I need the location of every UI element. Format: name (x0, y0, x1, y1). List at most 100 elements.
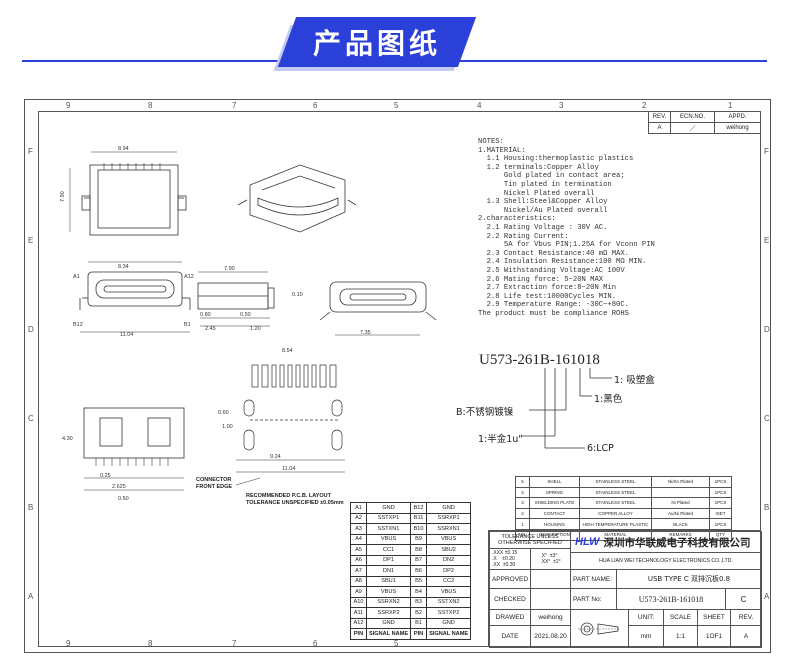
pin-cell: A11 (350, 607, 367, 619)
grid-row-d: D (28, 325, 34, 334)
materials-cell: 1PCS (709, 518, 732, 530)
materials-cell: 1 (515, 518, 530, 530)
pin-cell: SSTXN2 (426, 596, 472, 608)
dim-0-80: 0.80 (200, 312, 211, 318)
date-label: DATE (489, 625, 531, 648)
rev-label: REV. (730, 609, 762, 626)
dim-9-24: 9.24 (270, 454, 281, 460)
pin-cell: A6 (350, 554, 367, 566)
grid-col-3: 3 (559, 101, 564, 110)
pin-cell: A3 (350, 523, 367, 535)
connector-edge-line1: CONNECTOR (196, 477, 231, 483)
materials-cell: ISET (709, 507, 732, 520)
pin-cell: A2 (350, 512, 367, 524)
header-banner: 产品图纸 (0, 0, 790, 78)
unit-value: mm (628, 625, 664, 648)
grid-col-2: 2 (642, 101, 647, 110)
connector-edge-line2: FRONT EDGE (196, 484, 232, 490)
materials-cell: 5 (515, 476, 530, 488)
grid-col-6: 6 (313, 101, 318, 110)
angle-tolerance-values: .X° ±3° .XX° ±2° (530, 548, 571, 570)
pin-cell: A7 (350, 565, 367, 577)
dim-2-45: 2.45 (205, 326, 216, 332)
dim-0-50: 0.50 (240, 312, 251, 318)
drawing-size-value: C (725, 588, 762, 610)
pin-cell: B4 (410, 586, 428, 598)
dim-11-04-pcb: 11.04 (282, 466, 295, 472)
projection-symbol (570, 609, 629, 648)
pin-cell: SSRXP2 (365, 607, 412, 619)
pin-cell: SBU2 (426, 544, 472, 556)
part-no-value: U573-261B-161018 (616, 588, 726, 610)
grid-col-1: 1 (728, 101, 733, 110)
unit-label: UNIT: (628, 609, 664, 626)
drawing-notes: NOTES: 1.MATERIAL: 1.1 Housing:thermopla… (478, 138, 655, 318)
third-angle-projection-icon (577, 622, 620, 635)
revision-table: REV. ECN.NO. APPD. A ／ weihong (648, 111, 761, 134)
materials-cell: 1PCS (709, 486, 732, 499)
pin-cell: A5 (350, 544, 367, 556)
materials-cell: SPRING (529, 486, 580, 499)
grid-col-8: 8 (148, 101, 153, 110)
pin-cell: VBUS (365, 533, 412, 545)
drawed-value: weihong (530, 609, 571, 626)
dim-0-60: 0.60 (218, 410, 229, 416)
grid-col-4: 4 (477, 101, 482, 110)
tolerance-label: TOLERANCE UNLESS OTHERWISE SPECIFIED (489, 531, 571, 549)
pcb-note-line2: TOLERANCE UNSPECIFIED ±0.05mm (246, 500, 344, 506)
pin-cell: B1 (410, 617, 428, 629)
pin-cell: CC1 (365, 544, 412, 556)
part-no-label: PART No: (570, 588, 617, 610)
pcb-note-line1: RECOMMENDED P.C.B. LAYOUT (246, 493, 332, 499)
scale-label: SCALE (663, 609, 698, 626)
dim-8-54: 8.54 (282, 348, 293, 354)
grid-row-c-right: C (764, 414, 770, 423)
grid-row-f: F (28, 147, 33, 156)
pin-cell: SSTXN1 (365, 523, 412, 535)
materials-cell: 1PCS (709, 497, 732, 509)
approved-value (530, 569, 571, 589)
pin-cell: SSRXP1 (426, 512, 472, 524)
approved-label: APPROVED (489, 569, 531, 589)
materials-cell: COPPER ALLOY (579, 507, 652, 520)
pin-cell: GND (426, 502, 472, 514)
pin-cell: B11 (410, 512, 428, 524)
dim-2-625: 2.625 (112, 484, 126, 490)
materials-cell (651, 486, 710, 499)
sheet-value: 1OF1 (697, 625, 731, 648)
title-block: TOLERANCE UNLESS OTHERWISE SPECIFIED .XX… (488, 530, 762, 648)
checked-label: CHECKED (489, 588, 531, 610)
dim-1-00: 1.00 (222, 424, 233, 430)
tolerance-values: .XXX ±0.15 .X ±0.20 .XX ±0.30 (489, 548, 531, 570)
grid-row-b-right: B (764, 503, 770, 512)
pin-cell: VBUS (426, 586, 472, 598)
pin-cell: SBU1 (365, 575, 412, 587)
dim-8-94: 8.94 (118, 146, 129, 152)
pin-a1-label: A1 (73, 274, 80, 280)
dim-8-34: 8.34 (118, 264, 129, 270)
pin-cell: DP2 (426, 565, 472, 577)
materials-cell: SHELL (529, 476, 580, 488)
pin-cell: SSTXP1 (365, 512, 412, 524)
company-header: HLW 深圳市华联威电子科技有限公司 (570, 531, 762, 553)
pin-cell: A10 (350, 596, 367, 608)
pin-cell: B2 (410, 607, 428, 619)
grid-col-7: 7 (232, 101, 237, 110)
grid-row-a-right: A (764, 592, 770, 601)
grid-col-7-bottom: 7 (232, 639, 237, 648)
dim-11-04: 11.04 (120, 332, 133, 338)
part-name-value: USB TYPE C 双排沉板0.8 (616, 569, 762, 589)
pin-cell: A9 (350, 586, 367, 598)
page-title: 产品图纸 (312, 27, 441, 60)
pin-cell: GND (426, 617, 472, 629)
grid-row-a: A (28, 592, 34, 601)
scale-value: 1:1 (663, 625, 698, 648)
materials-cell: 1PCS (709, 476, 732, 488)
